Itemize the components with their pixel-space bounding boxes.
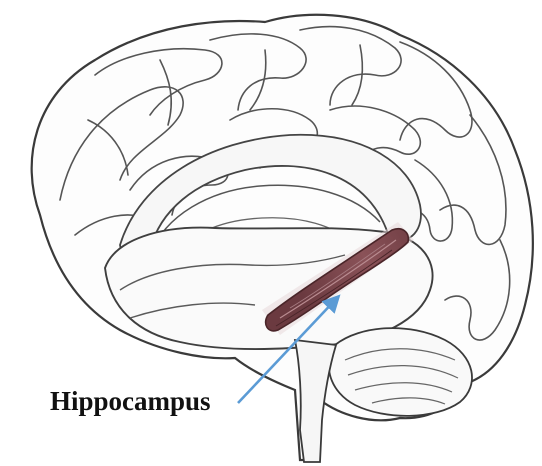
hippocampus-label: Hippocampus	[50, 388, 211, 415]
